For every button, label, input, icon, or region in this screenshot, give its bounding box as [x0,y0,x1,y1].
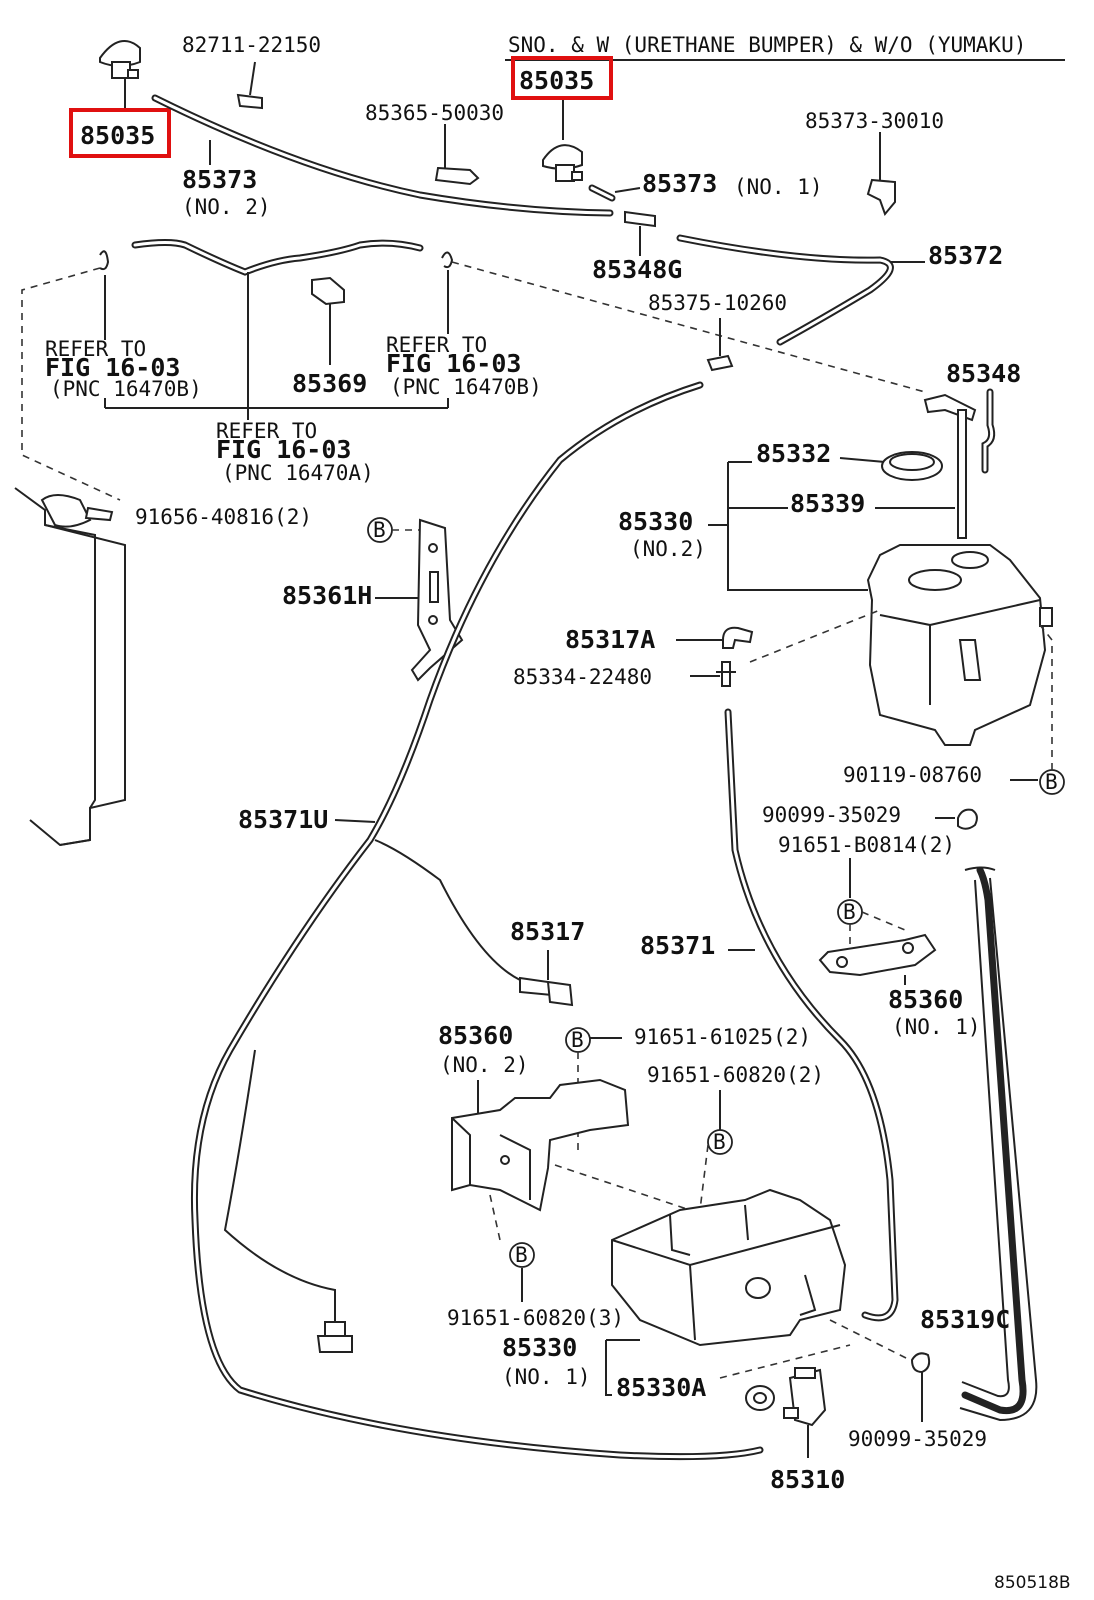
refer-left-line1: REFER TO [45,337,146,361]
washer-tank-no1 [611,1188,847,1347]
bolt-marker-3: B [843,900,856,924]
refer-center-line3: (PNC 16470A) [222,461,374,485]
label-90099-top: 90099-35029 [762,803,901,827]
label-90099-bottom: 90099-35029 [848,1427,987,1451]
label-85348: 85348 [946,359,1021,388]
bolt-marker-5: B [713,1130,726,1154]
label-91656: 91656-40816(2) [135,505,312,529]
label-85330-no1: 85330 [502,1333,577,1362]
label-91651-60820-2: 91651-60820(2) [647,1063,824,1087]
connector-85317 [519,976,574,1007]
refer-center-line2: FIG 16-03 [216,435,351,464]
label-85365: 85365-50030 [365,101,504,125]
washer-tank-no2 [866,544,1053,746]
label-85332: 85332 [756,439,831,468]
grommet-85330a [745,1385,775,1411]
connector-bottom-left [316,1321,353,1353]
highlight-box-left [69,108,171,158]
clip-85365 [434,124,480,186]
bolt-marker-1: B [373,518,386,542]
label-91651-61025: 91651-61025(2) [634,1025,811,1049]
label-85361h: 85361H [282,581,372,610]
bracket-85360-no1 [818,933,937,977]
washer-nozzle-left [99,39,141,108]
joint-85334 [716,661,736,687]
refer-center-line1: REFER TO [216,419,317,443]
label-85360-no2-sub: (NO. 2) [440,1053,529,1077]
refer-left-line3: (PNC 16470B) [50,377,202,401]
label-85369: 85369 [292,369,367,398]
bracket-85361h [410,518,464,682]
bolt-marker-4: B [571,1028,584,1052]
joint-85348g [624,210,656,256]
washer-pump-85310 [783,1367,827,1427]
label-85360-no1-sub: (NO. 1) [892,1015,981,1039]
bolt-marker-6: B [515,1243,528,1267]
label-85330-no1-sub: (NO. 1) [502,1365,591,1389]
label-85035-left: 85035 [80,121,155,150]
clip-82711 [236,61,263,110]
label-85330-no2: 85330 [618,507,693,536]
elbow-85317a [722,626,754,649]
label-85330-no2-sub: (NO.2) [630,537,706,561]
clip-85373-30010 [866,132,896,216]
bolt-marker-2: B [1045,770,1058,794]
inlet-85348 [923,393,977,539]
header-note: SNO. & W (URETHANE BUMPER) & W/O (YUMAKU… [508,33,1026,57]
bumper-edge [14,487,126,847]
clip-85369 [311,276,345,365]
refer-right-line2: FIG 16-03 [386,349,521,378]
label-91651-b0814: 91651-B0814(2) [778,833,955,857]
washer-nozzle-right [542,100,583,182]
label-82711: 82711-22150 [182,33,321,57]
label-85330a: 85330A [616,1373,706,1402]
label-91651-60820-3: 91651-60820(3) [447,1306,624,1330]
refer-left-line2: FIG 16-03 [45,353,180,382]
refer-right-line3: (PNC 16470B) [390,375,542,399]
cap-85332 [881,451,943,481]
label-85373-30010: 85373-30010 [805,109,944,133]
label-85334: 85334-22480 [513,665,652,689]
highlight-box-right [511,56,613,100]
label-85360-no1: 85360 [888,985,963,1014]
clip-90099-bottom [910,1352,931,1374]
label-85375: 85375-10260 [648,291,787,315]
label-85317: 85317 [510,917,585,946]
label-85348g: 85348G [592,255,682,284]
label-85371: 85371 [640,931,715,960]
label-85373-no2-sub: (NO. 2) [182,195,271,219]
label-85035-right: 85035 [519,66,594,95]
bracket-85360-no2 [451,1078,630,1212]
label-85319c: 85319C [920,1305,1010,1334]
refer-right-line1: REFER TO [386,333,487,357]
label-85373-no1: 85373 [642,169,717,198]
drawing-id: 850518B [994,1573,1071,1593]
label-85317a: 85317A [565,625,655,654]
joint-85375 [706,318,734,372]
label-85371u: 85371U [238,805,328,834]
label-90119: 90119-08760 [843,763,982,787]
label-85373-no1-sub: (NO. 1) [734,175,823,199]
label-85339: 85339 [790,489,865,518]
label-85310: 85310 [770,1465,845,1494]
clip-90099-top [957,808,978,830]
label-85360-no2: 85360 [438,1021,513,1050]
label-85372: 85372 [928,241,1003,270]
label-85373-no2: 85373 [182,165,257,194]
